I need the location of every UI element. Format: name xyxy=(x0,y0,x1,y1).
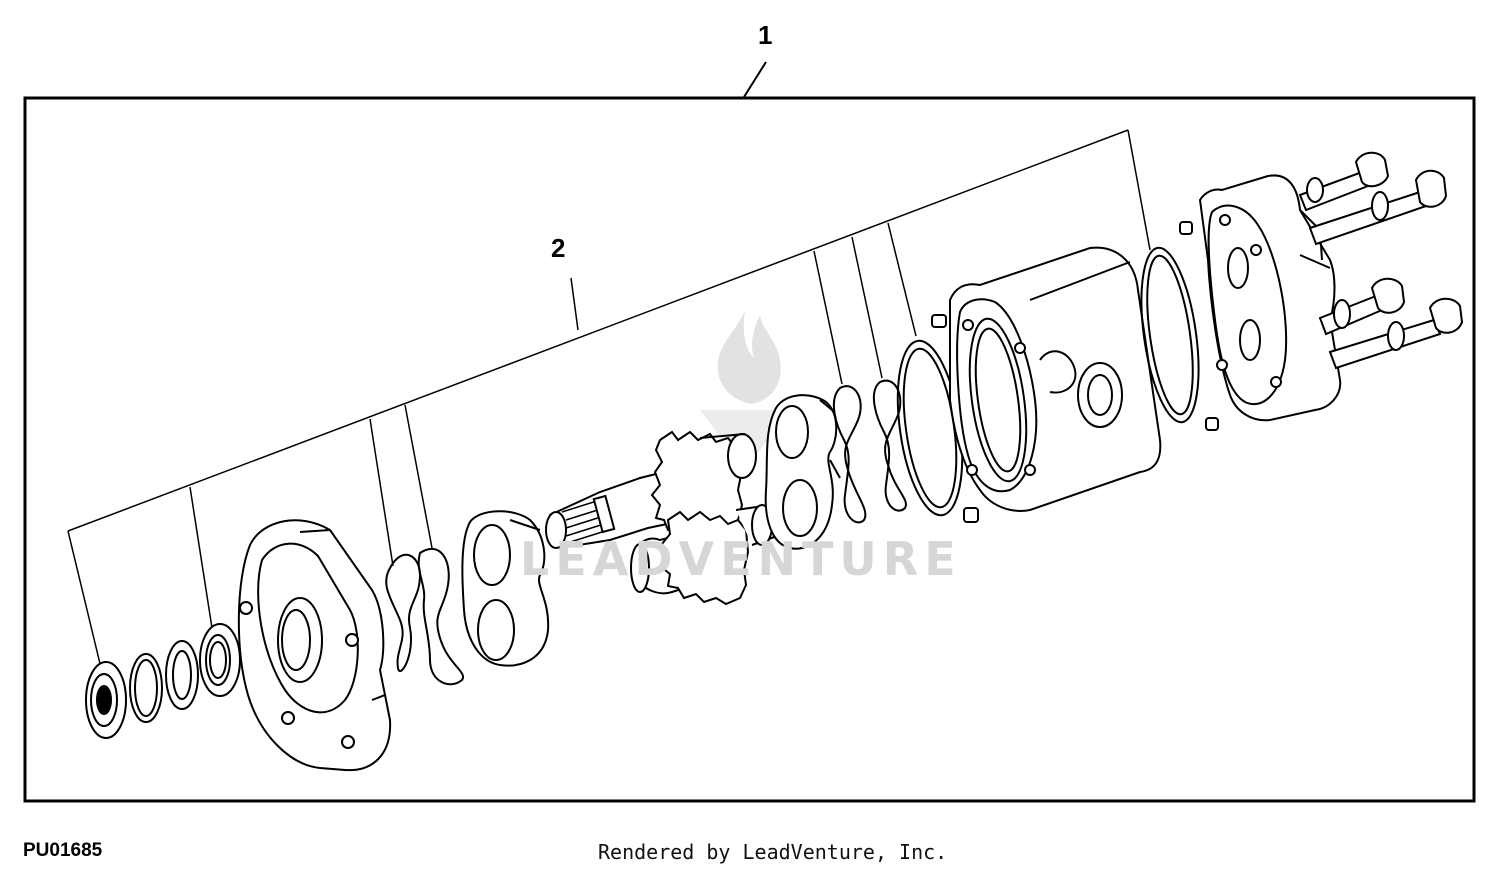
figure-8-seal-rear-b xyxy=(874,381,906,511)
dowel-pin-c xyxy=(1180,222,1192,234)
wear-plate-front xyxy=(462,511,548,665)
cap-screw-d xyxy=(1330,299,1462,368)
cap-screw-b xyxy=(1310,171,1446,244)
dowel-pin-a xyxy=(932,315,946,327)
front-cover xyxy=(239,520,390,770)
callout-1-leader xyxy=(743,61,767,98)
figure-8-seal-rear-a xyxy=(834,386,866,522)
dowel-pin-d xyxy=(1206,418,1218,430)
cap-screw-c xyxy=(1320,279,1404,334)
callout-assembly: 1 xyxy=(758,20,773,50)
render-credit: Rendered by LeadVenture, Inc. xyxy=(598,840,948,864)
diagram-frame xyxy=(23,96,1476,803)
rear-cover xyxy=(1200,175,1340,420)
figure-id: PU01685 xyxy=(23,840,103,861)
wear-plate-rear xyxy=(766,395,840,549)
cap-screw-a xyxy=(1300,153,1388,210)
figure-8-seal-front xyxy=(386,549,463,684)
callout-subassembly: 2 xyxy=(551,233,566,263)
callout-2-bracket xyxy=(67,129,1151,673)
retaining-ring xyxy=(130,654,162,722)
bearing xyxy=(86,662,126,738)
shaft-seal xyxy=(200,624,240,696)
washer xyxy=(166,641,198,709)
pump-body xyxy=(950,248,1160,511)
watermark-text: LEADVENTURE xyxy=(520,532,962,586)
large-o-ring-rear xyxy=(1132,244,1208,426)
dowel-pin-b xyxy=(964,508,978,522)
